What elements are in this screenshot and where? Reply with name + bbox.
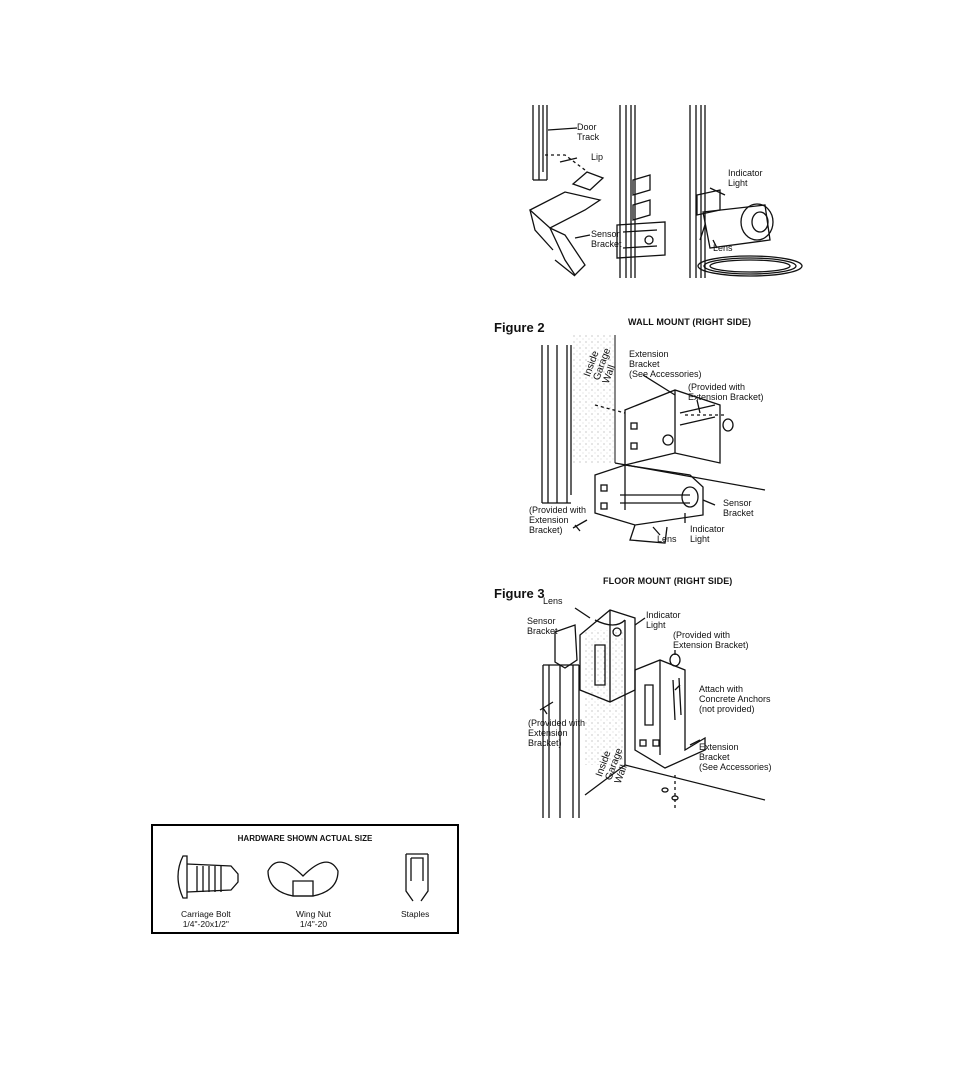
label-provided-top: (Provided with Extension Bracket) [688, 382, 764, 402]
figure-2-caption: WALL MOUNT (RIGHT SIDE) [628, 317, 752, 327]
label-door-track: Door Track [577, 122, 600, 142]
label-indicator-light: Indicator Light [690, 524, 725, 544]
label-sensor-bracket: Sensor Bracket [723, 498, 754, 518]
figure-3-caption: FLOOR MOUNT (RIGHT SIDE) [603, 576, 733, 586]
label-provided-left: (Provided with Extension Bracket) [528, 718, 586, 748]
figure-3-drawing [539, 607, 766, 818]
label-extension-bracket: Extension Bracket (See Accessories) [699, 742, 772, 772]
label-sensor-bracket: Sensor Bracket [591, 229, 622, 249]
label-lens: Lens [713, 243, 733, 253]
hardware-title: HARDWARE SHOWN ACTUAL SIZE [237, 834, 373, 843]
figure-2-drawing [541, 335, 766, 544]
figure-3-title: Figure 3 [494, 586, 545, 601]
label-lens: Lens [657, 534, 677, 544]
label-attach: Attach with Concrete Anchors (not provid… [699, 684, 771, 714]
label-lip: Lip [591, 152, 604, 162]
hardware-item-wing-nut: Wing Nut 1/4"-20 [296, 909, 331, 929]
figure-3: Lens Indicator Light Sensor Bracket (Pro… [525, 590, 775, 820]
figure-2-title: Figure 2 [494, 320, 545, 335]
label-indicator-light: Indicator Light [728, 168, 763, 188]
staples-icon [405, 854, 429, 902]
carriage-bolt-icon [177, 855, 188, 899]
hardware-box: HARDWARE SHOWN ACTUAL SIZE Carriage Bolt… [151, 824, 459, 934]
label-provided-left: (Provided with Extension Bracket) [529, 505, 587, 535]
hardware-item-carriage-bolt: Carriage Bolt 1/4"-20x1/2" [181, 909, 231, 929]
label-sensor-bracket: Sensor Bracket [527, 616, 558, 636]
label-provided-top: (Provided with Extension Bracket) [673, 630, 749, 650]
label-indicator-light: Indicator Light [646, 610, 681, 630]
hardware-drawings [177, 853, 429, 902]
figure-2: Inside Garage Wall Extension Bracket (Se… [525, 335, 775, 550]
hardware-item-staples: Staples [401, 909, 430, 919]
figure-1-drawing [528, 105, 803, 278]
figure-1: Door Track Lip Sensor Bracket Indicator … [525, 100, 805, 285]
label-lens: Lens [543, 596, 563, 606]
label-extension-bracket: Extension Bracket (See Accessories) [629, 349, 702, 379]
wing-nut-icon [267, 861, 339, 897]
